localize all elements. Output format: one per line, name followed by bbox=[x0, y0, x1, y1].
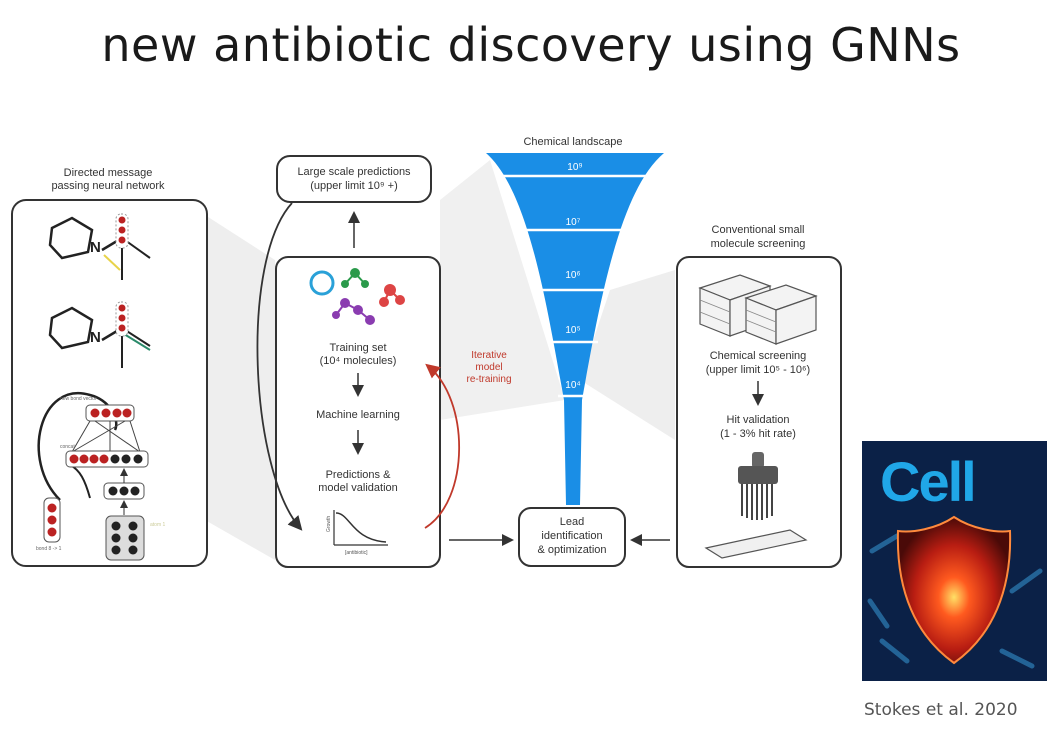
middle-panel-box bbox=[275, 256, 441, 568]
machine-learning-label: Machine learning bbox=[316, 409, 400, 421]
retraining-line-3: re-training bbox=[466, 374, 511, 385]
plate-stack-icon bbox=[698, 274, 818, 345]
network-schematic: new bond vector concat bond 8 -> 1 atom … bbox=[36, 391, 166, 561]
tiny-label-new-bond: new bond vector bbox=[60, 396, 97, 402]
predictions-line-1: Predictions & bbox=[326, 469, 391, 481]
large-scale-predictions-box bbox=[276, 155, 432, 203]
slide-title: new antibiotic discovery using GNNs bbox=[101, 18, 961, 72]
tiny-label-concat: concat bbox=[60, 444, 75, 450]
molecule-sketch-1: N bbox=[48, 213, 151, 280]
hit-validation-line-1: Hit validation bbox=[727, 414, 790, 426]
lead-box bbox=[518, 507, 626, 567]
predictions-line-2: model validation bbox=[318, 482, 398, 494]
funnel-title: Chemical landscape bbox=[523, 136, 622, 148]
left-panel-title-2: passing neural network bbox=[51, 180, 165, 192]
journal-cover-image: Cell bbox=[862, 441, 1047, 681]
lead-line-2: identification bbox=[541, 530, 602, 542]
atom-label-n-1: N bbox=[90, 239, 101, 256]
chemical-screening-line-1: Chemical screening bbox=[710, 350, 807, 362]
multichannel-pipette-icon bbox=[704, 452, 808, 559]
funnel-shape bbox=[486, 153, 664, 505]
molecule-sketch-2: N bbox=[48, 301, 151, 368]
retraining-line-2: model bbox=[475, 362, 502, 373]
projection-shape-left bbox=[205, 215, 275, 560]
funnel-level-1: 10⁹ bbox=[567, 162, 582, 173]
projection-shape-center bbox=[440, 160, 565, 420]
curve-y-label: Growth bbox=[326, 516, 332, 532]
lead-line-3: & optimization bbox=[537, 544, 606, 556]
training-set-line-2: (10⁴ molecules) bbox=[320, 355, 397, 367]
left-panel-box bbox=[11, 199, 208, 567]
left-panel-title-1: Directed message bbox=[64, 167, 153, 179]
funnel-level-3: 10⁶ bbox=[565, 270, 580, 281]
funnel-level-2: 10⁷ bbox=[566, 217, 581, 228]
funnel-dividers bbox=[500, 174, 650, 398]
citation: Stokes et al. 2020 bbox=[864, 700, 1018, 720]
large-scale-line-2: (upper limit 10⁹ +) bbox=[310, 180, 398, 192]
curve-x-label: [antibiotic] bbox=[345, 550, 368, 556]
right-panel-title-2: molecule screening bbox=[711, 238, 806, 250]
shield-icon bbox=[896, 515, 1012, 665]
large-scale-line-1: Large scale predictions bbox=[297, 166, 411, 178]
journal-name: Cell bbox=[880, 450, 977, 513]
lead-line-1: Lead bbox=[560, 516, 584, 528]
tiny-label-bond: bond 8 -> 1 bbox=[36, 546, 62, 552]
growth-curve-icon: Growth [antibiotic] bbox=[326, 510, 388, 556]
feedback-arrow-left bbox=[256, 202, 303, 531]
right-panel-title-1: Conventional small bbox=[712, 224, 805, 236]
atom-label-n-2: N bbox=[90, 329, 101, 346]
chemical-screening-line-2: (upper limit 10⁵ - 10⁶) bbox=[706, 364, 810, 376]
projection-shape-right bbox=[580, 270, 675, 440]
molecules-icon bbox=[309, 268, 405, 325]
funnel-level-4: 10⁵ bbox=[565, 325, 580, 336]
training-set-line-1: Training set bbox=[329, 342, 386, 354]
retraining-arrow bbox=[424, 363, 460, 529]
hit-validation-line-2: (1 - 3% hit rate) bbox=[720, 428, 796, 440]
retraining-line-1: Iterative bbox=[471, 350, 507, 361]
tiny-label-atom: atom 1 bbox=[150, 522, 166, 528]
funnel-level-5: 10⁴ bbox=[565, 380, 580, 391]
cover-art bbox=[862, 441, 1047, 681]
